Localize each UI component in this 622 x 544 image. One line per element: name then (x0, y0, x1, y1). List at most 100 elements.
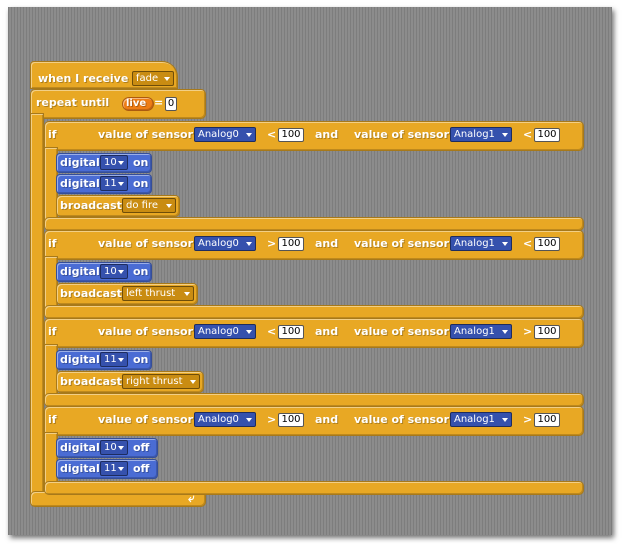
chevron-down-icon (184, 292, 190, 296)
digital-state-6: off (133, 462, 150, 475)
operator-symbol-2a: > (267, 237, 277, 250)
digital-pin-dropdown-5[interactable]: 10 (100, 440, 128, 455)
chevron-down-icon (502, 242, 508, 246)
sensor-dropdown-2b[interactable]: Analog1 (450, 236, 512, 251)
if-label-2: if (48, 237, 57, 250)
sensor-value-2b: Analog1 (454, 238, 495, 249)
threshold-input-4a[interactable]: 100 (278, 413, 304, 427)
digital-label-5: digital (60, 441, 100, 454)
operator-symbol-3a: < (267, 325, 277, 338)
if-label-3: if (48, 325, 57, 338)
digital-label-4: digital (60, 353, 100, 366)
digital-pin-dropdown-6[interactable]: 11 (100, 461, 128, 476)
repeat-until-left-arm[interactable] (30, 113, 44, 497)
broadcast-message-dropdown-2[interactable]: left thrust (122, 286, 194, 301)
operator-symbol-4b: > (523, 413, 533, 426)
digital-pin-dropdown-1[interactable]: 10 (100, 155, 128, 170)
and-label-3: and (315, 325, 339, 338)
digital-pin-value-6: 11 (104, 463, 117, 474)
digital-label-3: digital (60, 265, 100, 278)
broadcast-message-value-2: left thrust (126, 288, 176, 299)
broadcast-label-3: broadcast (60, 375, 122, 388)
chevron-down-icon (246, 418, 252, 422)
broadcast-message-value-1: do fire (126, 200, 158, 211)
if-block-4-bottom[interactable] (44, 481, 584, 495)
threshold-input-4b[interactable]: 100 (534, 413, 560, 427)
repeat-until-top-bar[interactable] (30, 89, 206, 119)
repeat-until-label: repeat until (36, 96, 110, 109)
sensor-label-1b: value of sensor (354, 128, 450, 141)
threshold-input-1a[interactable]: 100 (278, 128, 304, 142)
digital-pin-dropdown-3[interactable]: 10 (100, 264, 128, 279)
chevron-down-icon (118, 270, 124, 274)
sensor-value-3a: Analog0 (198, 326, 239, 337)
sensor-dropdown-4b[interactable]: Analog1 (450, 412, 512, 427)
chevron-down-icon (118, 182, 124, 186)
loop-return-arrow-icon: ⤶ (188, 491, 195, 505)
chevron-down-icon (118, 446, 124, 450)
if-label-1: if (48, 128, 57, 141)
if-block-1-bottom[interactable] (44, 217, 584, 231)
chevron-down-icon (246, 330, 252, 334)
chevron-down-icon (502, 418, 508, 422)
threshold-input-1b[interactable]: 100 (534, 128, 560, 142)
sensor-value-2a: Analog0 (198, 238, 239, 249)
digital-label-6: digital (60, 462, 100, 475)
broadcast-label-2: broadcast (60, 287, 122, 300)
digital-pin-value-4: 11 (104, 354, 117, 365)
hat-label: when I receive (38, 72, 129, 85)
sensor-label-4b: value of sensor (354, 413, 450, 426)
if-block-3-bottom[interactable] (44, 393, 584, 407)
if-block-2-bottom[interactable] (44, 305, 584, 319)
digital-state-4: on (133, 353, 149, 366)
sensor-dropdown-3b[interactable]: Analog1 (450, 324, 512, 339)
sensor-dropdown-1b[interactable]: Analog1 (450, 127, 512, 142)
sensor-dropdown-2a[interactable]: Analog0 (194, 236, 256, 251)
chevron-down-icon (164, 77, 170, 81)
live-variable-reporter[interactable] (122, 97, 154, 111)
digital-pin-value-2: 11 (104, 178, 117, 189)
broadcast-label-1: broadcast (60, 199, 122, 212)
digital-label-1: digital (60, 156, 100, 169)
sensor-value-1a: Analog0 (198, 129, 239, 140)
digital-pin-value-3: 10 (104, 266, 117, 277)
and-label-1: and (315, 128, 339, 141)
digital-label-2: digital (60, 177, 100, 190)
sensor-dropdown-4a[interactable]: Analog0 (194, 412, 256, 427)
digital-pin-dropdown-2[interactable]: 11 (100, 176, 128, 191)
broadcast-message-dropdown-1[interactable]: do fire (122, 198, 176, 213)
chevron-down-icon (502, 330, 508, 334)
sensor-label-1a: value of sensor (98, 128, 194, 141)
digital-state-2: on (133, 177, 149, 190)
sensor-dropdown-1a[interactable]: Analog0 (194, 127, 256, 142)
operator-symbol-1b: < (523, 128, 533, 141)
operator-symbol-3b: > (523, 325, 533, 338)
chevron-down-icon (246, 133, 252, 137)
chevron-down-icon (190, 380, 196, 384)
threshold-input-2b[interactable]: 100 (534, 237, 560, 251)
operator-symbol-1a: < (267, 128, 277, 141)
sensor-label-4a: value of sensor (98, 413, 194, 426)
live-variable-label: live (126, 98, 147, 109)
chevron-down-icon (118, 161, 124, 165)
threshold-input-3b[interactable]: 100 (534, 325, 560, 339)
if-label-4: if (48, 413, 57, 426)
repeat-until-value-input[interactable]: 0 (165, 97, 177, 111)
sensor-label-3b: value of sensor (354, 325, 450, 338)
threshold-input-2a[interactable]: 100 (278, 237, 304, 251)
receive-message-dropdown[interactable]: fade (132, 71, 174, 86)
operator-symbol-2b: < (523, 237, 533, 250)
digital-state-5: off (133, 441, 150, 454)
threshold-input-3a[interactable]: 100 (278, 325, 304, 339)
sensor-dropdown-3a[interactable]: Analog0 (194, 324, 256, 339)
digital-pin-dropdown-4[interactable]: 11 (100, 352, 128, 367)
scripts-area[interactable]: when I receive fade repeat until live = … (8, 7, 612, 535)
digital-state-3: on (133, 265, 149, 278)
receive-message-value: fade (136, 73, 159, 84)
and-label-2: and (315, 237, 339, 250)
operator-symbol-4a: > (267, 413, 277, 426)
and-label-4: and (315, 413, 339, 426)
digital-pin-value-5: 10 (104, 442, 117, 453)
sensor-label-2b: value of sensor (354, 237, 450, 250)
broadcast-message-dropdown-3[interactable]: right thrust (122, 374, 200, 389)
